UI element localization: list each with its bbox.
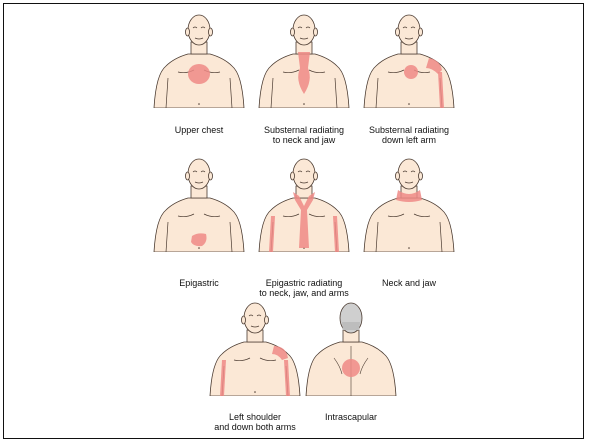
body-illustration [200, 296, 310, 396]
pain-region [404, 65, 418, 79]
body-illustration [354, 8, 464, 108]
body-illustration [144, 8, 254, 108]
ear [186, 28, 190, 36]
ear [419, 172, 423, 180]
ear [242, 316, 246, 324]
figure-epigastric-neck-jaw-arms [249, 152, 359, 252]
figure-upper-chest [144, 8, 254, 108]
ear [314, 172, 318, 180]
figure-frame: Upper chest Substernal radiating to neck… [3, 3, 584, 439]
ear [209, 28, 213, 36]
body-illustration [249, 8, 359, 108]
head [188, 15, 210, 45]
ear [265, 316, 269, 324]
navel [303, 103, 305, 105]
hair [342, 322, 360, 330]
figure-epigastric [144, 152, 254, 252]
ear [314, 28, 318, 36]
ear [396, 172, 400, 180]
figure-left-shoulder-both-arms [200, 296, 310, 396]
ear [291, 172, 295, 180]
ear [396, 28, 400, 36]
figure-neck-and-jaw [354, 152, 464, 252]
caption-neck-and-jaw: Neck and jaw [339, 278, 479, 288]
caption-substernal-left-arm: Substernal radiating down left arm [339, 125, 479, 145]
ear [291, 28, 295, 36]
head [398, 15, 420, 45]
ear [419, 28, 423, 36]
head [398, 159, 420, 189]
ear [186, 172, 190, 180]
figure-intrascapular [296, 296, 406, 396]
body-illustration [249, 152, 359, 252]
head [244, 303, 266, 333]
navel [408, 247, 410, 249]
navel [198, 103, 200, 105]
head [188, 159, 210, 189]
body-illustration-back [296, 296, 406, 396]
head [293, 159, 315, 189]
body-illustration [354, 152, 464, 252]
pain-region [188, 64, 210, 84]
navel [198, 247, 200, 249]
caption-intrascapular: Intrascapular [281, 412, 421, 422]
ear [209, 172, 213, 180]
head [293, 15, 315, 45]
figure-substernal-neck-jaw [249, 8, 359, 108]
navel [254, 391, 256, 393]
navel [408, 103, 410, 105]
pain-region [342, 359, 360, 377]
figure-substernal-left-arm [354, 8, 464, 108]
body-illustration [144, 152, 254, 252]
